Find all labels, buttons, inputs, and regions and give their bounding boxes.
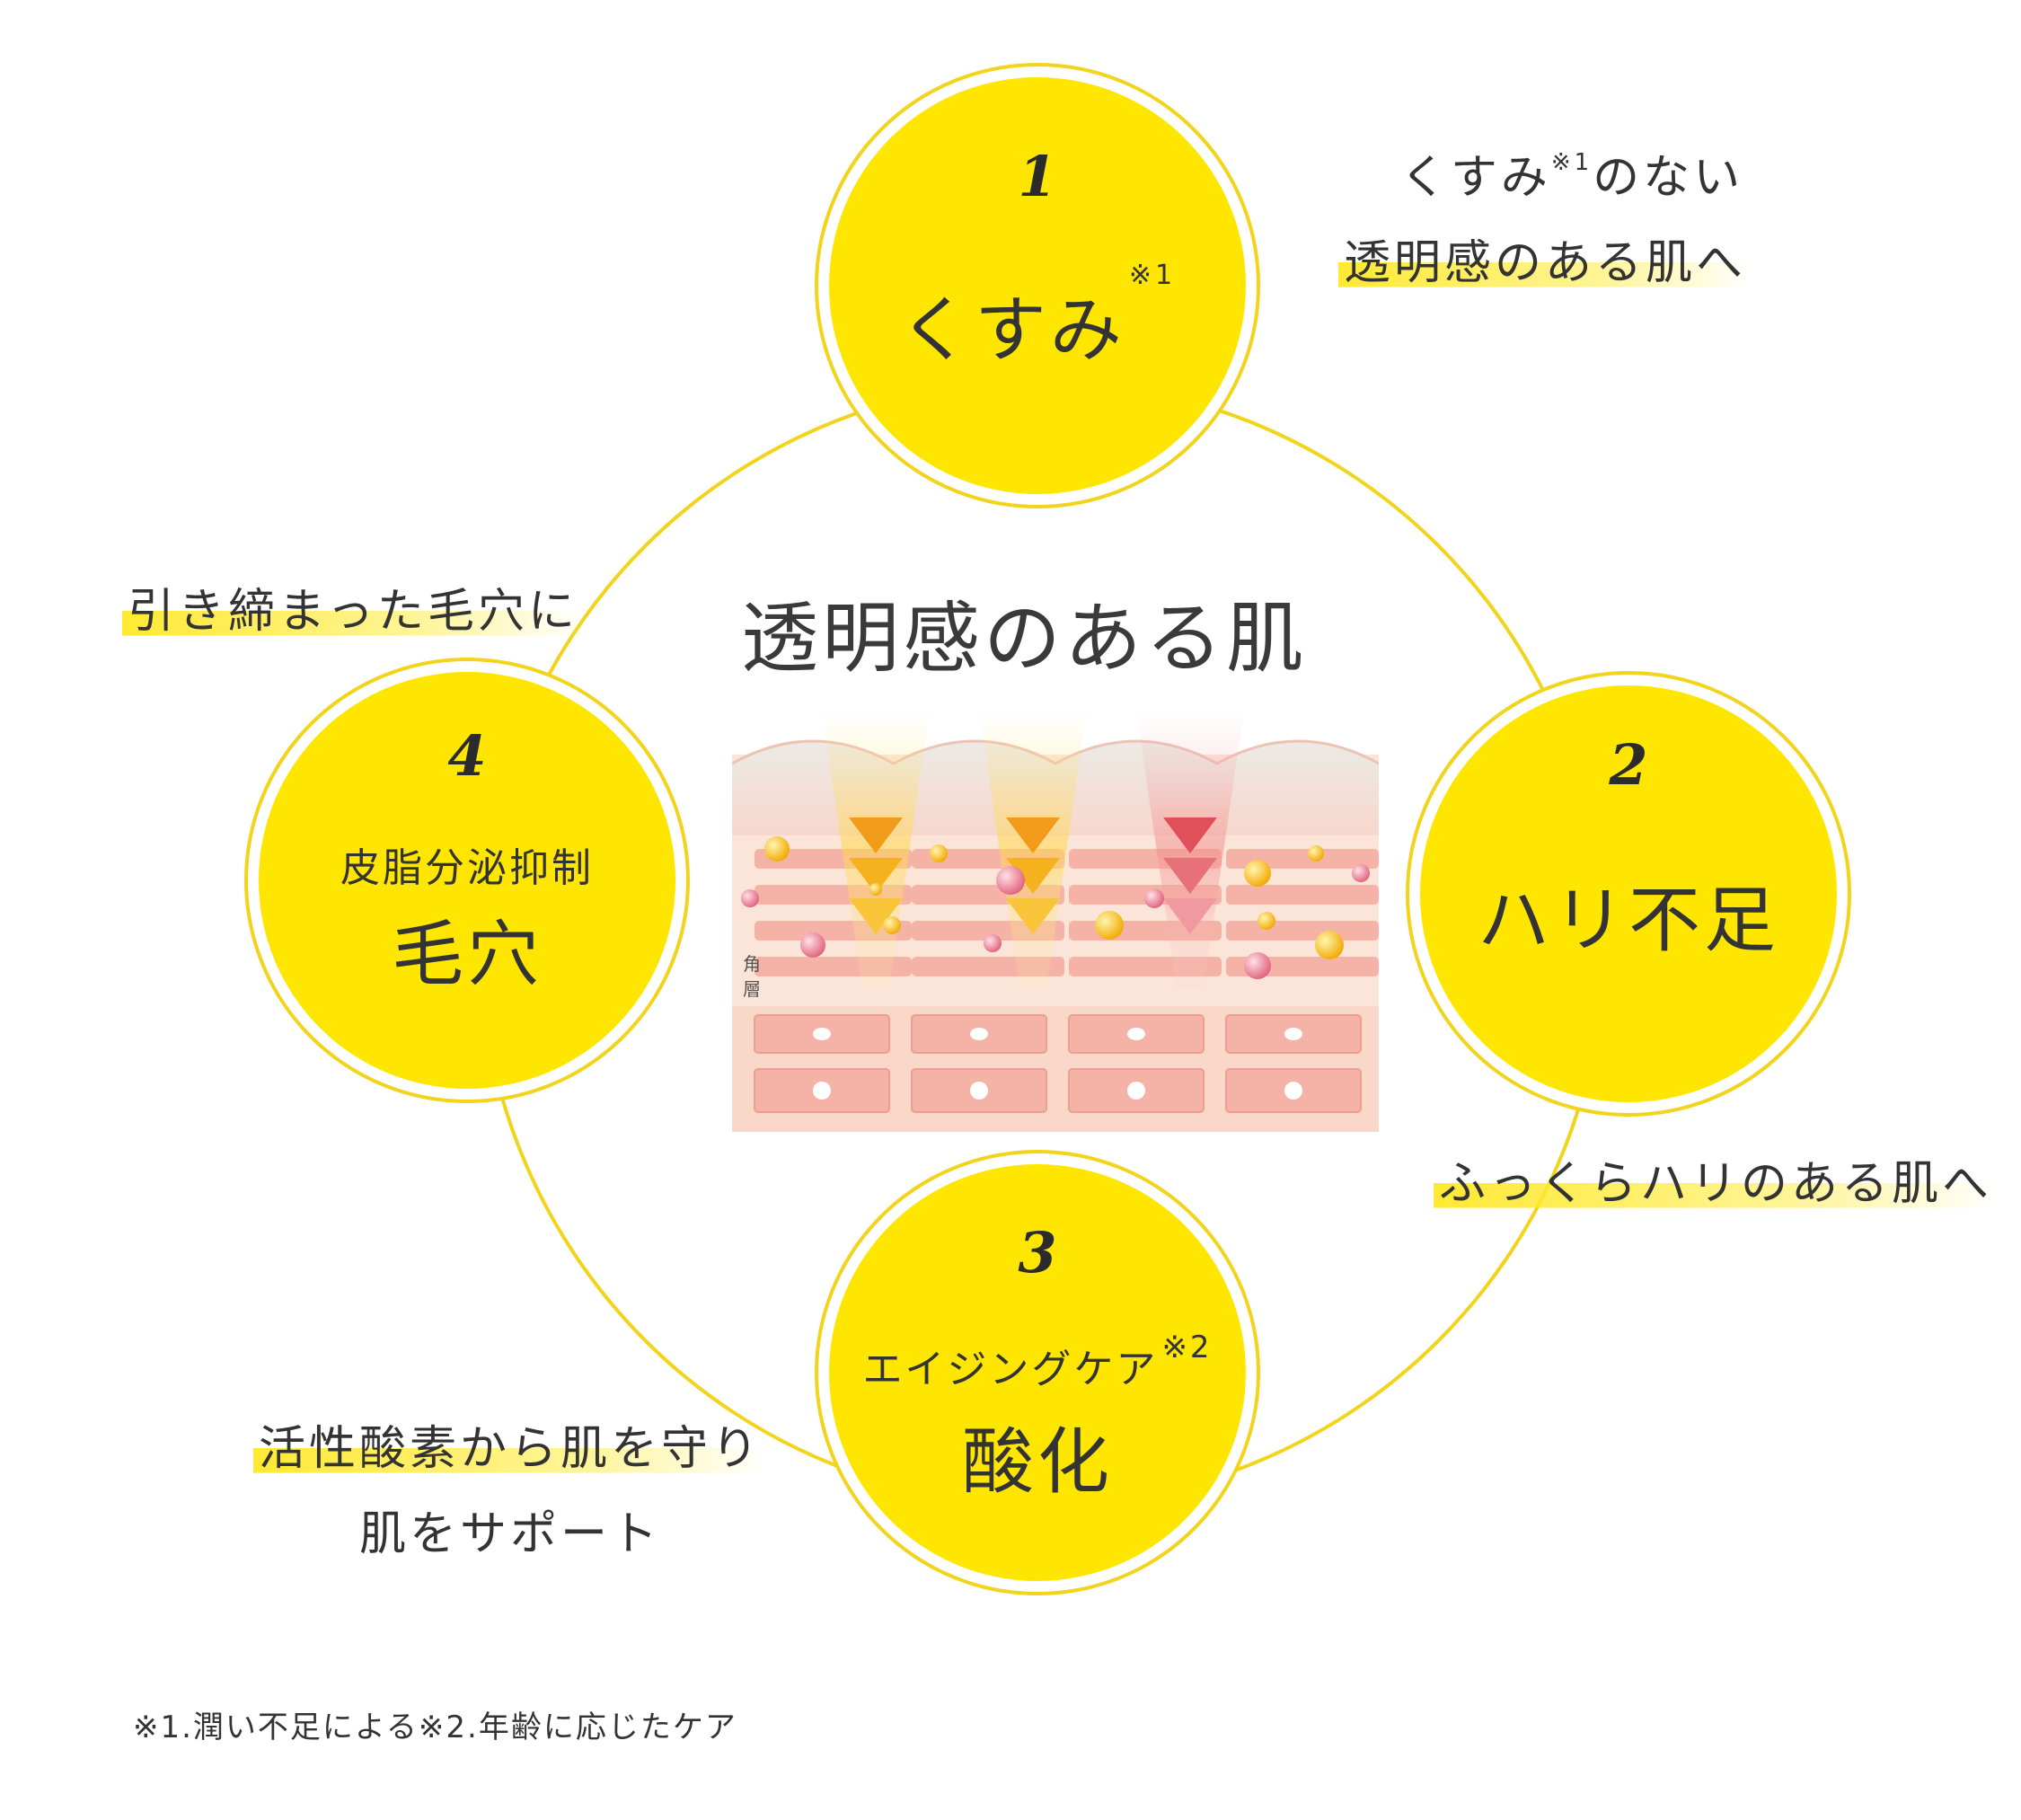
node-title: 酸化 — [962, 1420, 1113, 1504]
node-note: ※1 — [1128, 260, 1177, 291]
skin-label-1: 角 — [743, 953, 761, 975]
node-kusumi: 1 くすみ※1 — [813, 61, 1262, 510]
callout-note: ※1 — [1550, 148, 1593, 176]
node-number: 1 — [1018, 144, 1057, 209]
node-subtitle: 皮脂分泌抑制 — [340, 845, 594, 891]
node-circle — [815, 63, 1260, 508]
node-note: ※2 — [1161, 1330, 1213, 1365]
callout-hari: ふっくらハリのある肌へ — [1434, 1145, 1999, 1213]
node-title: ハリ不足 — [1478, 879, 1779, 962]
node-title: 毛穴 — [392, 913, 543, 996]
callout-sanka: 活性酸素から肌を守り 肌をサポート — [253, 1410, 768, 1563]
node-keana: 4 皮脂分泌抑制 毛穴 — [243, 656, 692, 1105]
footnote: ※1.潤い不足による※2.年齢に応じたケア — [133, 1710, 737, 1745]
callout-keana: 引き締まった毛穴に — [122, 573, 584, 641]
callout-highlight: 透明感のある肌へ — [1338, 236, 1752, 290]
node-circle — [244, 658, 690, 1103]
node-number: 4 — [447, 723, 487, 789]
node-title: くすみ — [898, 288, 1125, 372]
node-circle — [1406, 671, 1851, 1117]
node-number: 2 — [1609, 732, 1648, 798]
skin-illustration: 角 層 — [732, 710, 1379, 1132]
node-number: 3 — [1018, 1220, 1057, 1285]
node-circle — [815, 1150, 1260, 1595]
node-hari: 2 ハリ不足 — [1404, 669, 1853, 1118]
callout-kusumi: くすみ※1のない 透明感のある肌へ — [1338, 139, 1752, 292]
node-subtitle: エイジングケア — [862, 1347, 1159, 1392]
callout-highlight: ふっくらハリのある肌へ — [1434, 1157, 1999, 1211]
callout-highlight: 活性酸素から肌を守り — [253, 1422, 768, 1476]
callout-highlight: 引き締まった毛穴に — [122, 585, 584, 639]
skin-label-2: 層 — [743, 978, 761, 1000]
node-sanka: 3 エイジングケア※2 酸化 — [813, 1148, 1262, 1597]
center-title: 透明感のある肌 — [741, 594, 1307, 684]
